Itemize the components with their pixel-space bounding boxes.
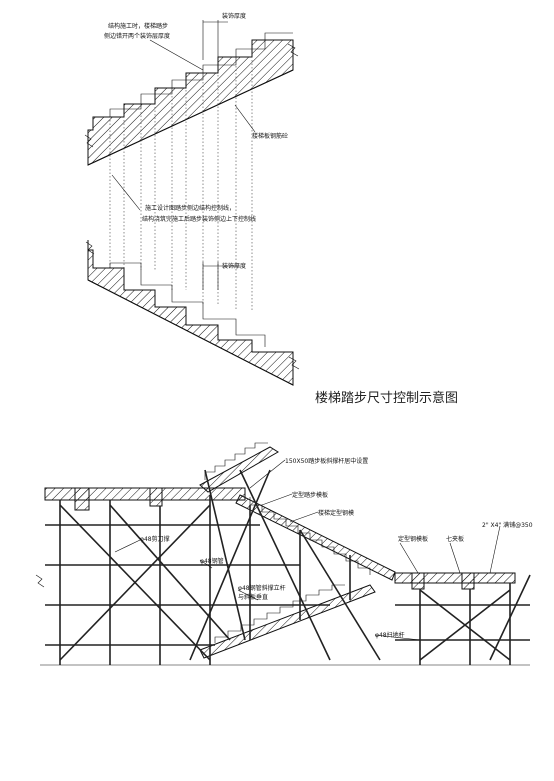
upper-stair-slab (87, 39, 294, 166)
label-finish-thickness-top: 装饰厚度 (222, 12, 246, 20)
lower-finish-outline (109, 262, 266, 347)
label-150x50: 150X50踏步板斜撑杆居中设置 (285, 457, 368, 465)
label-cross-brace: φ48剪刀撑 (140, 535, 170, 543)
upper-finish-outline (109, 32, 293, 117)
cross-braces (59, 469, 531, 661)
lower-stair-section (85, 240, 300, 386)
label-support-1: φ48钢管斜撑立杆 (238, 584, 286, 592)
label-control-1: 施工设计图踏步侧边结构控制线， (145, 204, 235, 212)
left-floor-slab (44, 487, 246, 501)
label-control-2: 结构浇筑完施工后踏步装饰侧边上下控制线 (142, 215, 256, 223)
vertical-poles (59, 495, 511, 665)
label-slab-rebar: 楼梯板钢筋砼 (252, 132, 288, 140)
label-plywood: 七夹板 (446, 535, 464, 543)
upper-flight (199, 446, 279, 493)
label-struct-note-1: 结构施工时，楼梯踏步 (108, 22, 168, 30)
horizontal-ledgers (40, 524, 530, 666)
right-floor-slab (394, 572, 516, 584)
label-sweep: φ48扫地杆 (375, 631, 405, 639)
lower-flight (199, 584, 376, 659)
label-struct-note-2: 侧边错开两个装饰层厚度 (104, 32, 170, 40)
label-fixed-steel-plate: 定型钢模板 (398, 535, 428, 543)
lower-stair-slab (87, 240, 294, 386)
top-stair-section (84, 32, 299, 166)
label-timber: 2" X4" 满铺@350 (482, 521, 533, 529)
top-caption: 楼梯踏步尺寸控制示意图 (315, 390, 458, 406)
label-pole: φ48钢管 (200, 557, 224, 565)
label-stair-template: 定型踏步模板 (292, 491, 328, 499)
label-finish-thickness-bottom: 装饰厚度 (222, 262, 246, 270)
label-stair-steel-form: 楼梯定型钢模 (318, 509, 354, 517)
main-flight (235, 494, 396, 581)
top-leaders (111, 20, 256, 211)
label-support-2: 与斜板垂直 (238, 593, 268, 601)
scaffold-formwork (35, 442, 531, 666)
